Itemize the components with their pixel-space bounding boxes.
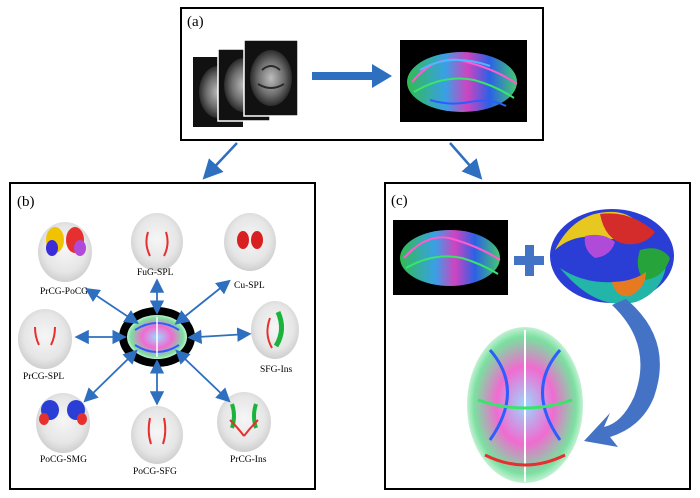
mri-slice-stack bbox=[193, 39, 299, 127]
panel-c-frame bbox=[384, 182, 691, 490]
arrow-a-to-b bbox=[202, 142, 238, 180]
double-arrows bbox=[74, 278, 252, 406]
region-brain-cu-spl bbox=[224, 213, 276, 271]
region-label-fug-spl: FuG-SPL bbox=[137, 268, 174, 278]
region-label-prcg-ins: PrCG-Ins bbox=[230, 455, 267, 465]
region-label-sfg-ins: SFG-Ins bbox=[260, 365, 293, 375]
tractography-image-c bbox=[393, 220, 508, 295]
region-brain-pocg-sfg bbox=[131, 406, 183, 464]
region-brain-prcg-spl bbox=[18, 309, 72, 369]
region-brain-prcg-pocg bbox=[38, 222, 92, 282]
panel-a-label: (a) bbox=[187, 14, 204, 30]
curved-process-arrow bbox=[584, 299, 660, 447]
panel-a-frame bbox=[180, 7, 544, 141]
region-label-prcg-spl: PrCG-SPL bbox=[23, 372, 64, 382]
plus-icon bbox=[514, 245, 544, 276]
region-label-pocg-smg: PoCG-SMG bbox=[40, 455, 87, 465]
region-brain-fug-spl bbox=[131, 213, 183, 271]
tractography-image bbox=[400, 40, 527, 122]
region-label-pocg-sfg: PoCG-SFG bbox=[133, 467, 177, 477]
panel-b-label: (b) bbox=[17, 194, 35, 210]
region-label-prcg-pocg: PrCG-PoCG bbox=[40, 287, 88, 297]
region-brain-prcg-ins bbox=[217, 392, 271, 452]
whole-brain-network-image bbox=[467, 327, 583, 483]
region-brain-sfg-ins bbox=[251, 301, 299, 359]
panel-c-label: (c) bbox=[391, 193, 408, 209]
process-arrow bbox=[312, 64, 392, 88]
region-brain-pocg-smg bbox=[36, 393, 90, 453]
region-label-cu-spl: Cu-SPL bbox=[234, 281, 265, 291]
brain-parcellation-image bbox=[550, 209, 674, 304]
arrow-a-to-c bbox=[449, 142, 483, 180]
panel-b-frame bbox=[9, 182, 316, 490]
